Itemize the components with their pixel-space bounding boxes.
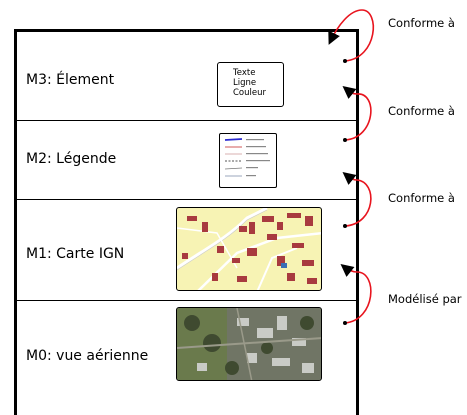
legend-thumbnail xyxy=(219,133,277,188)
element-line-2: Ligne xyxy=(233,78,257,88)
divider-m1-m0 xyxy=(17,300,356,301)
level-m1-label: M1: Carte IGN xyxy=(26,246,125,262)
aerial-photo-thumbnail xyxy=(176,307,322,381)
legend-symbols xyxy=(224,138,270,177)
ign-map-thumbnail xyxy=(176,207,322,291)
map-drawing xyxy=(177,208,321,290)
relation-label-1: Conforme à xyxy=(388,16,455,30)
level-m3-label: M3: Élement xyxy=(26,72,115,88)
element-box: Texte Ligne Couleur xyxy=(217,62,284,107)
level-m2-label: M2: Légende xyxy=(26,151,117,167)
level-m0-label: M0: vue aérienne xyxy=(26,348,149,364)
element-line-3: Couleur xyxy=(233,88,266,98)
element-line-1: Texte xyxy=(233,68,256,78)
divider-m3-m2 xyxy=(17,120,356,121)
relation-label-2: Conforme à xyxy=(388,104,455,118)
divider-m2-m1 xyxy=(17,199,356,200)
relation-label-3: Conforme à xyxy=(388,191,455,205)
relation-label-4: Modélisé par xyxy=(388,292,462,306)
aerial-drawing xyxy=(177,308,321,380)
